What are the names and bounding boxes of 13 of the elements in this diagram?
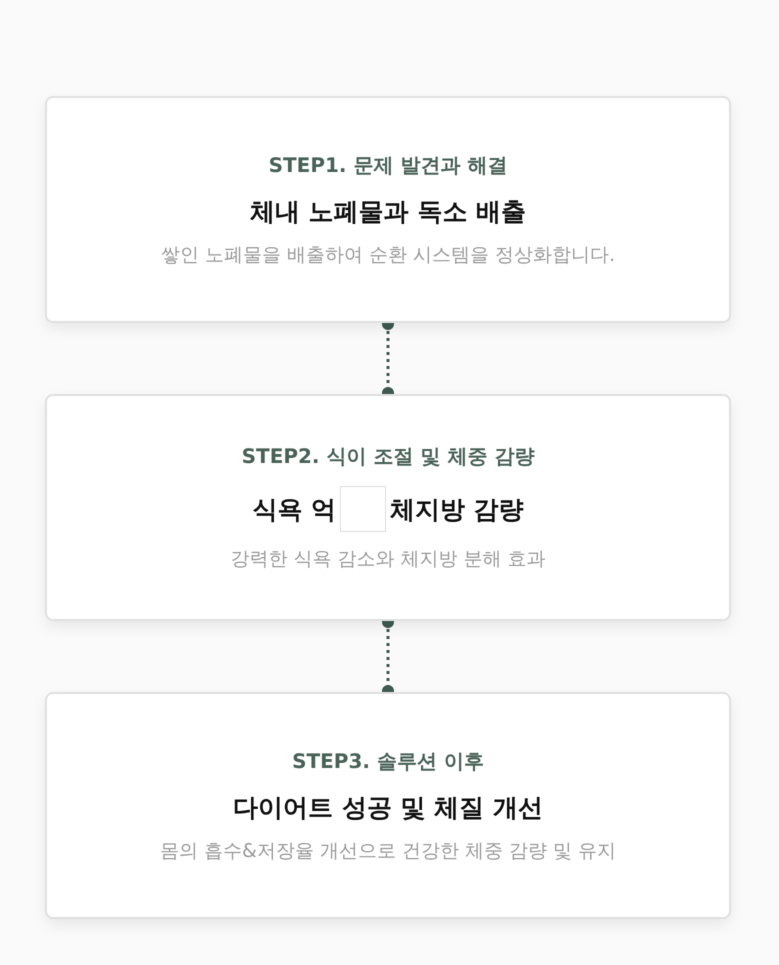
step-card: [45, 96, 731, 323]
step-description: 쌓인 노폐물을 배출하여 순환 시스템을 정상화합니다.: [160, 242, 616, 268]
step-label: STEP2. 식이 조절 및 체중 감량: [242, 443, 534, 470]
step-card: [45, 394, 731, 621]
step-heading: 식욕 억: [252, 494, 336, 526]
step-label: STEP1. 문제 발견과 해결: [268, 152, 508, 178]
step-description: 강력한 식욕 감소와 체지방 분해 효과: [230, 547, 546, 572]
step-description: 몸의 흡수&저장율 개선으로 건강한 체중 감량 및 유지: [160, 838, 616, 864]
step-heading: 체지방 감량: [390, 494, 524, 526]
step-heading: 다이어트 성공 및 체질 개선: [233, 792, 543, 824]
step-card: [45, 692, 731, 919]
step-label: STEP3. 솔루션 이후: [292, 748, 484, 774]
step-heading: 체내 노폐물과 독소 배출: [250, 196, 526, 228]
